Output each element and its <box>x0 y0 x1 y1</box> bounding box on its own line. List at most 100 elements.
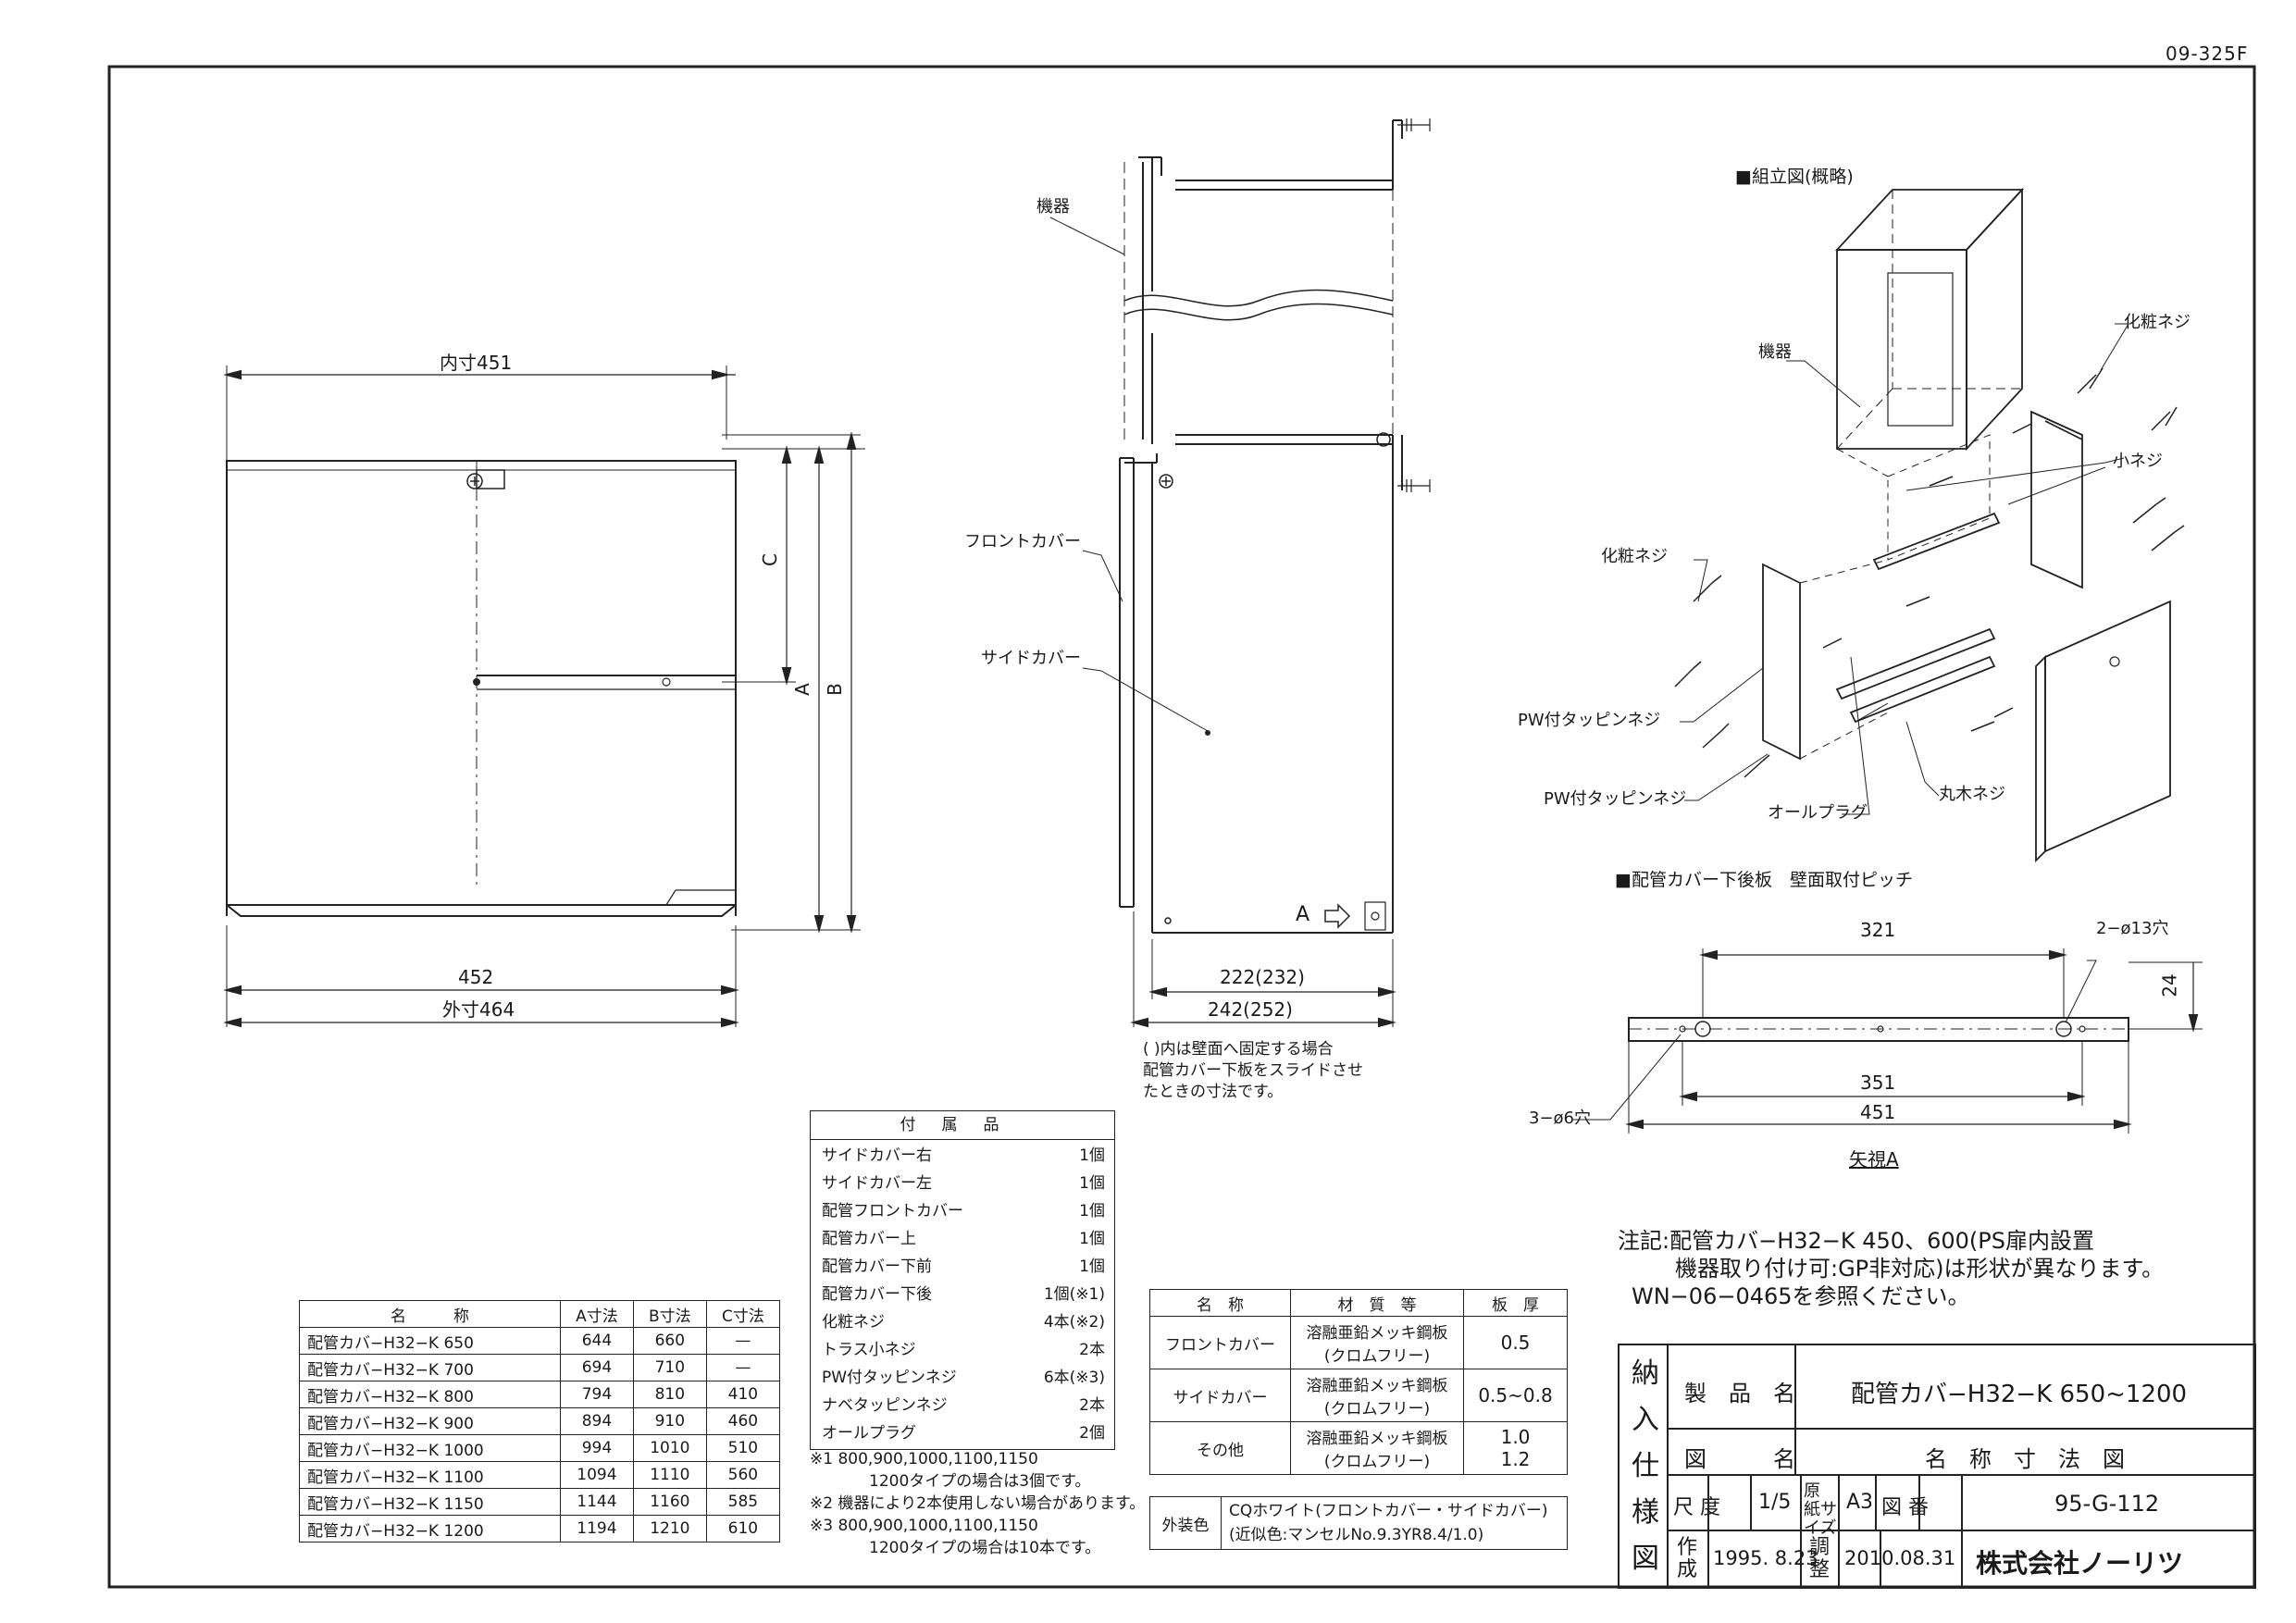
scale-label: 尺 度 <box>1673 1496 1720 1519</box>
footnote-line: ※2 機器により2本使用しない場合があります。 <box>810 1494 1146 1513</box>
drawing-name-label: 図 名 <box>1684 1446 1795 1472</box>
assembly-drawing <box>1674 187 2185 863</box>
row-c: 460 <box>705 1407 781 1435</box>
accessories-footnotes: ※1 800,900,1000,1100,1150 1200タイプの場合は3個で… <box>810 1448 1145 1559</box>
material-row-material: 溶融亜鉛メッキ鋼板(クロムフリー) <box>1290 1421 1464 1475</box>
adjusted-value: 2010.08.31 <box>1844 1547 1956 1569</box>
assembly-label-keshou-1: 化粧ネジ <box>2124 313 2191 332</box>
accessory-name: PW付タッピンネジ <box>822 1369 957 1387</box>
material-row-thickness: 0.5~0.8 <box>1463 1369 1568 1422</box>
footnote-line: 1200タイプの場合は10本です。 <box>869 1539 1101 1557</box>
drawing-border <box>107 65 2256 1589</box>
side-note: ( )内は壁面へ固定する場合 配管カバー下板をスライドさせ たときの寸法です。 <box>1143 1039 1363 1103</box>
front-outer-width-label: 外寸464 <box>442 998 515 1021</box>
accessory-qty: 6本(※3) <box>1043 1369 1105 1387</box>
row-a: 994 <box>560 1434 634 1462</box>
scale-value: 1/5 <box>1758 1491 1792 1514</box>
row-name: 配管カバ−H32−K 1200 <box>299 1515 561 1542</box>
row-b: 1010 <box>632 1434 707 1462</box>
row-b: 810 <box>632 1381 707 1408</box>
finish-table: 外装色 CQホワイト(フロントカバー・サイドカバー)(近似色:マンセルNo.9.… <box>1149 1496 1568 1550</box>
material-row-name: フロントカバー <box>1149 1316 1291 1369</box>
row-a: 694 <box>560 1354 634 1381</box>
dim-label-c: C <box>758 553 781 566</box>
row-c: 610 <box>705 1515 781 1542</box>
note-line: WN−06−0465を参照ください。 <box>1632 1283 1970 1309</box>
row-b: 660 <box>632 1327 707 1355</box>
accessory-qty: 1個(※1) <box>1043 1285 1105 1304</box>
finish-value: CQホワイト(フロントカバー・サイドカバー)(近似色:マンセルNo.9.3YR8… <box>1221 1496 1568 1550</box>
accessory-name: ナベタッピンネジ <box>822 1396 948 1415</box>
material-table-header: 名 称 材 質 等 板 厚 <box>1149 1289 1568 1317</box>
company-name: 株式会社ノーリツ <box>1976 1548 2184 1579</box>
side-dim-242: 242(252) <box>1208 998 1293 1021</box>
accessory-name: 配管フロントカバー <box>822 1202 963 1220</box>
row-name: 配管カバ−H32−K 1100 <box>299 1461 561 1489</box>
row-a: 1194 <box>560 1515 634 1542</box>
row-name: 配管カバ−H32−K 700 <box>299 1354 561 1381</box>
side-note-line: ( )内は壁面へ固定する場合 <box>1143 1040 1334 1059</box>
side-label-front-cover: フロントカバー <box>964 532 1081 551</box>
material-row: フロントカバー 溶融亜鉛メッキ鋼板(クロムフリー) 0.5 <box>1149 1316 1568 1369</box>
assembly-label-pw-2: PW付タッピンネジ <box>1544 789 1687 809</box>
material-table: 名 称 材 質 等 板 厚 フロントカバー 溶融亜鉛メッキ鋼板(クロムフリー) … <box>1149 1289 1568 1475</box>
row-a: 894 <box>560 1407 634 1435</box>
finish-label: 外装色 <box>1149 1496 1222 1550</box>
row-c: 585 <box>705 1488 781 1516</box>
nouyu-column: 納 入 仕 様 図 <box>1627 1351 1664 1582</box>
accessory-name: 配管カバー上 <box>822 1230 916 1248</box>
footnote-line: 1200タイプの場合は3個です。 <box>869 1472 1091 1491</box>
row-a: 1144 <box>560 1488 634 1516</box>
paper-label: 原 紙サイズ <box>1804 1481 1837 1538</box>
row-name: 配管カバ−H32−K 1000 <box>299 1434 561 1462</box>
front-452-label: 452 <box>458 966 494 988</box>
col-c: C寸法 <box>705 1300 781 1328</box>
created-label: 作成 <box>1677 1536 1698 1581</box>
row-c: 510 <box>705 1434 781 1462</box>
side-note-line: たときの寸法です。 <box>1143 1083 1284 1101</box>
accessory-qty: 2本 <box>1079 1396 1105 1415</box>
row-b: 710 <box>632 1354 707 1381</box>
row-c: — <box>705 1327 781 1355</box>
assembly-label-keshou-2: 化粧ネジ <box>1601 547 1668 566</box>
accessory-item: ナベタッピンネジ 2本 <box>811 1392 1114 1419</box>
side-view-drawing <box>1049 118 1431 1028</box>
assembly-title: ■組立図(概略) <box>1735 167 1854 187</box>
row-name: 配管カバ−H32−K 900 <box>299 1407 561 1435</box>
row-b: 1210 <box>632 1515 707 1542</box>
row-name: 配管カバ−H32−K 1150 <box>299 1488 561 1516</box>
material-row-material: 溶融亜鉛メッキ鋼板(クロムフリー) <box>1290 1316 1464 1369</box>
accessory-qty: 1個 <box>1079 1174 1105 1193</box>
view-a-arrow <box>1324 903 1351 929</box>
accessories-header: 付属品 <box>811 1111 1114 1140</box>
side-label-side-cover: サイドカバー <box>981 649 1081 668</box>
pitch-title: ■配管カバー下後板 壁面取付ピッチ <box>1615 870 1913 890</box>
accessory-name: サイドカバー右 <box>822 1146 932 1165</box>
pitch-dim-321: 321 <box>1860 919 1896 941</box>
col-b: B寸法 <box>632 1300 707 1328</box>
paper-value: A3 <box>1846 1491 1874 1514</box>
accessory-name: サイドカバー左 <box>822 1174 932 1193</box>
finish-row: 外装色 CQホワイト(フロントカバー・サイドカバー)(近似色:マンセルNo.9.… <box>1149 1496 1568 1550</box>
pitch-hole-3: 3−ø6穴 <box>1529 1109 1591 1128</box>
assembly-label-koneji: 小ネジ <box>2113 452 2163 471</box>
assembly-label-allplug: オールプラグ <box>1768 803 1868 823</box>
side-note-line: 配管カバー下板をスライドさせ <box>1143 1061 1363 1080</box>
general-notes: 注記:配管カバ−H32−K 450、600(PS扉内設置 機器取り付け可:GP非… <box>1618 1227 2164 1310</box>
side-dim-222: 222(232) <box>1220 966 1305 988</box>
accessory-name: トラス小ネジ <box>822 1341 916 1359</box>
note-line: 注記:配管カバ−H32−K 450、600(PS扉内設置 <box>1618 1228 2094 1254</box>
adjusted-label: 調整 <box>1809 1536 1831 1581</box>
pitch-dim-24: 24 <box>2158 973 2181 997</box>
